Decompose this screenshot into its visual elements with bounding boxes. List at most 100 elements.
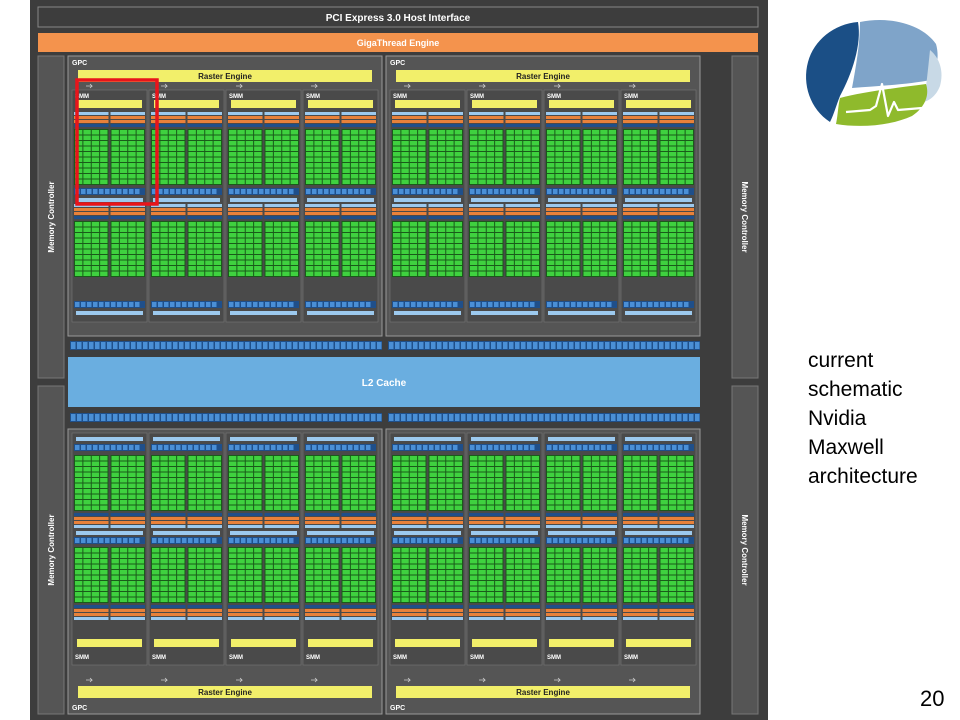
cuda-core (409, 559, 418, 564)
texture-unit-bar-segment (306, 189, 311, 194)
texture-unit-bar-segment (81, 538, 86, 543)
cuda-core (531, 592, 539, 597)
cuda-core (331, 168, 339, 173)
cuda-core (608, 238, 616, 243)
cuda-core (514, 564, 523, 569)
l2-slice-bar-segment (509, 342, 514, 349)
cuda-core (486, 222, 495, 227)
cuda-core (111, 548, 119, 553)
cuda-core (213, 244, 221, 249)
cuda-core (314, 592, 322, 597)
l2-slice-bar-segment (635, 414, 640, 421)
polymorph-engine-bar (549, 100, 614, 108)
cuda-core (437, 494, 446, 499)
cuda-core (91, 222, 100, 227)
texture-unit-bar-segment (259, 538, 264, 543)
cuda-core (177, 157, 185, 162)
cuda-core (282, 146, 290, 151)
cuda-core (100, 467, 108, 472)
cuda-core (418, 461, 426, 466)
sm-partition-bar (151, 204, 186, 207)
cuda-core (136, 168, 144, 173)
cuda-core (237, 249, 245, 254)
cuda-core (640, 255, 649, 260)
cuda-core (237, 130, 245, 135)
cuda-core (632, 494, 640, 499)
cuda-core (188, 461, 196, 466)
cuda-core (168, 564, 177, 569)
cuda-core (495, 238, 503, 243)
cuda-core (331, 271, 339, 276)
l2-slice-bar-segment (389, 342, 394, 349)
cuda-core (75, 266, 83, 271)
cuda-core (563, 238, 572, 243)
cuda-core (265, 266, 273, 271)
texture-unit-bar-segment (176, 538, 181, 543)
cuda-core (514, 233, 523, 238)
cuda-core (322, 238, 331, 243)
cuda-core (128, 141, 136, 146)
cuda-core (608, 266, 616, 271)
cuda-core (359, 478, 367, 483)
dispatch-unit-bar (582, 609, 617, 612)
cuda-core (685, 260, 693, 265)
cuda-core (506, 570, 514, 575)
cuda-core (409, 157, 418, 162)
texture-unit-bar-segment (75, 302, 80, 307)
cuda-core (624, 227, 632, 232)
cuda-core (196, 575, 205, 580)
cuda-core (531, 152, 539, 157)
cuda-core (591, 597, 600, 602)
cuda-core (685, 564, 693, 569)
cuda-core (136, 548, 144, 553)
cuda-core (393, 461, 401, 466)
cuda-core (168, 249, 177, 254)
l2-slice-bar-segment (131, 414, 136, 421)
texture-unit-bar-segment (241, 302, 246, 307)
cuda-core (290, 478, 298, 483)
cuda-core (342, 489, 350, 494)
dispatch-unit-bar (74, 212, 109, 215)
cuda-core (486, 168, 495, 173)
cuda-core (196, 597, 205, 602)
cuda-core (342, 472, 350, 477)
cuda-core (342, 222, 350, 227)
cuda-core (486, 260, 495, 265)
cuda-core (591, 141, 600, 146)
cuda-core (290, 174, 298, 179)
cuda-core (168, 255, 177, 260)
cuda-core (83, 168, 91, 173)
cuda-core (359, 472, 367, 477)
cuda-core (237, 244, 245, 249)
cuda-core (314, 233, 322, 238)
cuda-core (322, 586, 331, 591)
cuda-core (128, 152, 136, 157)
cuda-core (290, 255, 298, 260)
warp-scheduler-bar (428, 521, 463, 524)
texture-unit-bar-segment (441, 445, 446, 450)
cuda-core (168, 174, 177, 179)
cuda-core (359, 494, 367, 499)
texture-unit-bar-segment (441, 189, 446, 194)
register-file-bar (74, 216, 109, 219)
warp-scheduler-bar (505, 208, 540, 211)
texture-unit-bar-segment (565, 445, 570, 450)
cuda-core (478, 163, 486, 168)
cuda-core (188, 592, 196, 597)
cuda-core (437, 505, 446, 510)
cuda-core (640, 505, 649, 510)
cuda-core (160, 141, 168, 146)
cuda-core (254, 271, 262, 276)
cuda-core (282, 233, 290, 238)
cuda-core (514, 467, 523, 472)
sm-partition-bar (74, 525, 109, 528)
l2-slice-bar-segment (143, 342, 148, 349)
l2-slice-bar-segment (113, 342, 118, 349)
cuda-core (660, 146, 668, 151)
cuda-core (168, 472, 177, 477)
cuda-core (429, 592, 437, 597)
cuda-core (685, 135, 693, 140)
l2-slice-bar-segment (461, 414, 466, 421)
cuda-core (273, 141, 282, 146)
cuda-core (128, 157, 136, 162)
